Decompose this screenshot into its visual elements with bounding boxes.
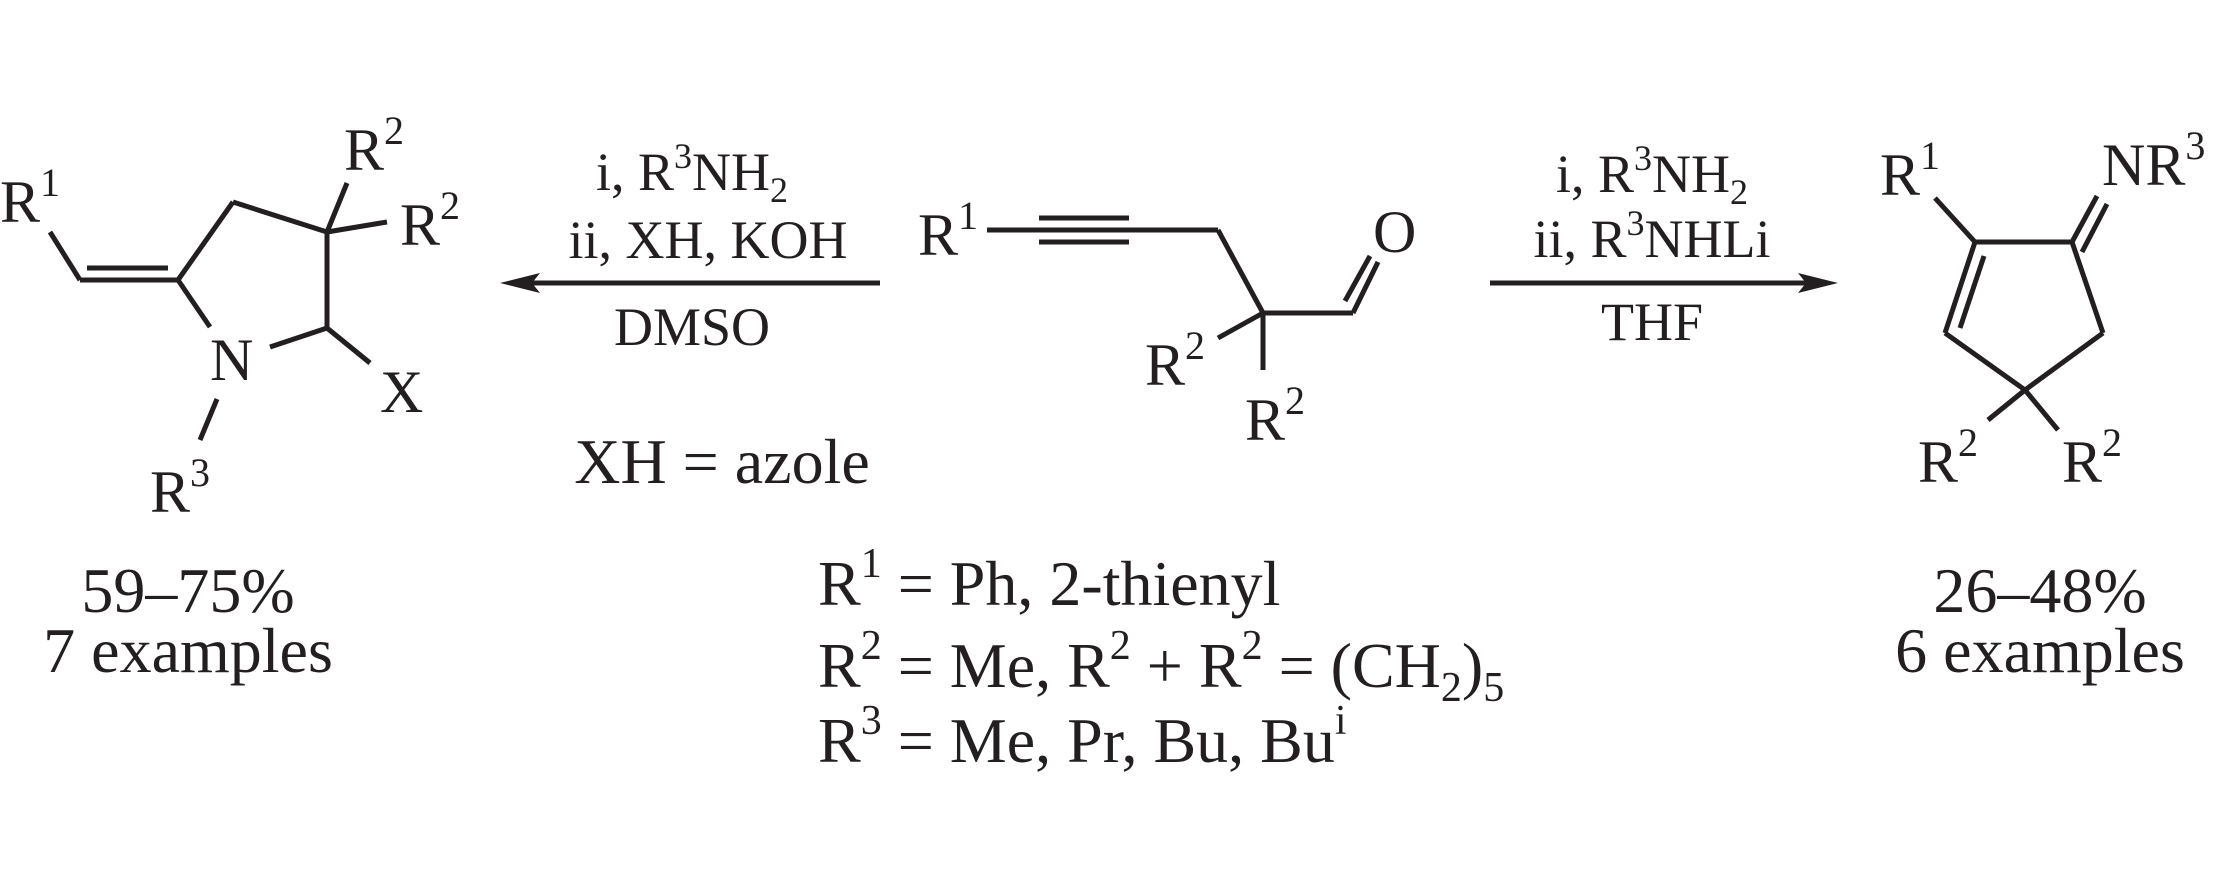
reactant-r1-label: R1 (918, 193, 978, 268)
left-condition-step2: ii, XH, KOH (569, 210, 848, 270)
bond (47, 230, 83, 282)
right-condition-step2: ii, R3NHLi (1533, 203, 1770, 269)
right-condition-solvent: THF (1601, 292, 1703, 352)
carbonyl-bond (1350, 260, 1381, 315)
bond (2069, 241, 2106, 334)
right-r2-right-label: R2 (2062, 420, 2122, 495)
reactant-oxygen-label: O (1373, 199, 1416, 265)
reactant-r2-bottom-label: R2 (1245, 378, 1305, 453)
r2-definition: R2 = Me, R2 + R2 = (CH2)5 (818, 623, 1504, 711)
left-r2-right-label: R2 (400, 183, 460, 258)
bond (1215, 228, 1266, 315)
right-reaction-arrow (1490, 273, 1838, 293)
bond (269, 325, 328, 350)
reactant-r2-left-label: R2 (1145, 323, 1205, 398)
double-bond-inner (1957, 255, 1987, 329)
r3-definition: R3 = Me, Pr, Bu, Bui (818, 698, 1346, 776)
left-nitrogen-label: N (210, 327, 253, 393)
right-examples: 6 examples (1895, 615, 2185, 686)
left-r1-label: R1 (0, 160, 60, 235)
bond (1216, 310, 1265, 341)
left-examples: 7 examples (43, 615, 333, 686)
bond (325, 326, 372, 365)
left-condition-step1: i, R3NH2 (596, 136, 788, 210)
left-condition-solvent: DMSO (614, 297, 770, 357)
arrow-head (500, 273, 540, 293)
imine-bond (2069, 194, 2100, 244)
double-bond (1942, 241, 1978, 334)
reactant-structure: R1 O R2 R2 (918, 193, 1416, 453)
imine-bond-inner (2079, 202, 2110, 254)
carbonyl-bond-inner (1342, 254, 1373, 303)
right-yield: 26–48% (1933, 555, 2146, 626)
left-yield: 59–75% (81, 555, 294, 626)
left-product-structure: R1 R2 R2 N X R3 (0, 108, 460, 525)
bond (1933, 196, 1977, 244)
left-r2-top-label: R2 (344, 108, 404, 183)
right-condition-step1: i, R3NH2 (1556, 138, 1748, 212)
bond (232, 199, 328, 235)
right-product-structure: R1 NR3 R2 R2 (1880, 123, 2205, 495)
left-x-label: X (380, 359, 423, 425)
bond (1943, 330, 2027, 393)
bond (326, 219, 388, 235)
bond (324, 182, 350, 233)
bond (2023, 330, 2105, 393)
bond (175, 200, 236, 282)
bond (1986, 388, 2027, 422)
r1-definition: R1 = Ph, 2-thienyl (818, 541, 1280, 619)
left-reaction-arrow (500, 273, 880, 293)
bond (175, 278, 213, 329)
arrow-head (1798, 273, 1838, 293)
bond (2023, 388, 2060, 432)
right-r2-left-label: R2 (1918, 420, 1978, 495)
right-r1-label: R1 (1880, 133, 1940, 208)
azole-note: XH = azole (574, 426, 870, 497)
left-r3-label: R3 (150, 450, 210, 525)
bond (197, 398, 220, 441)
right-nr3-label: NR3 (2102, 123, 2205, 198)
